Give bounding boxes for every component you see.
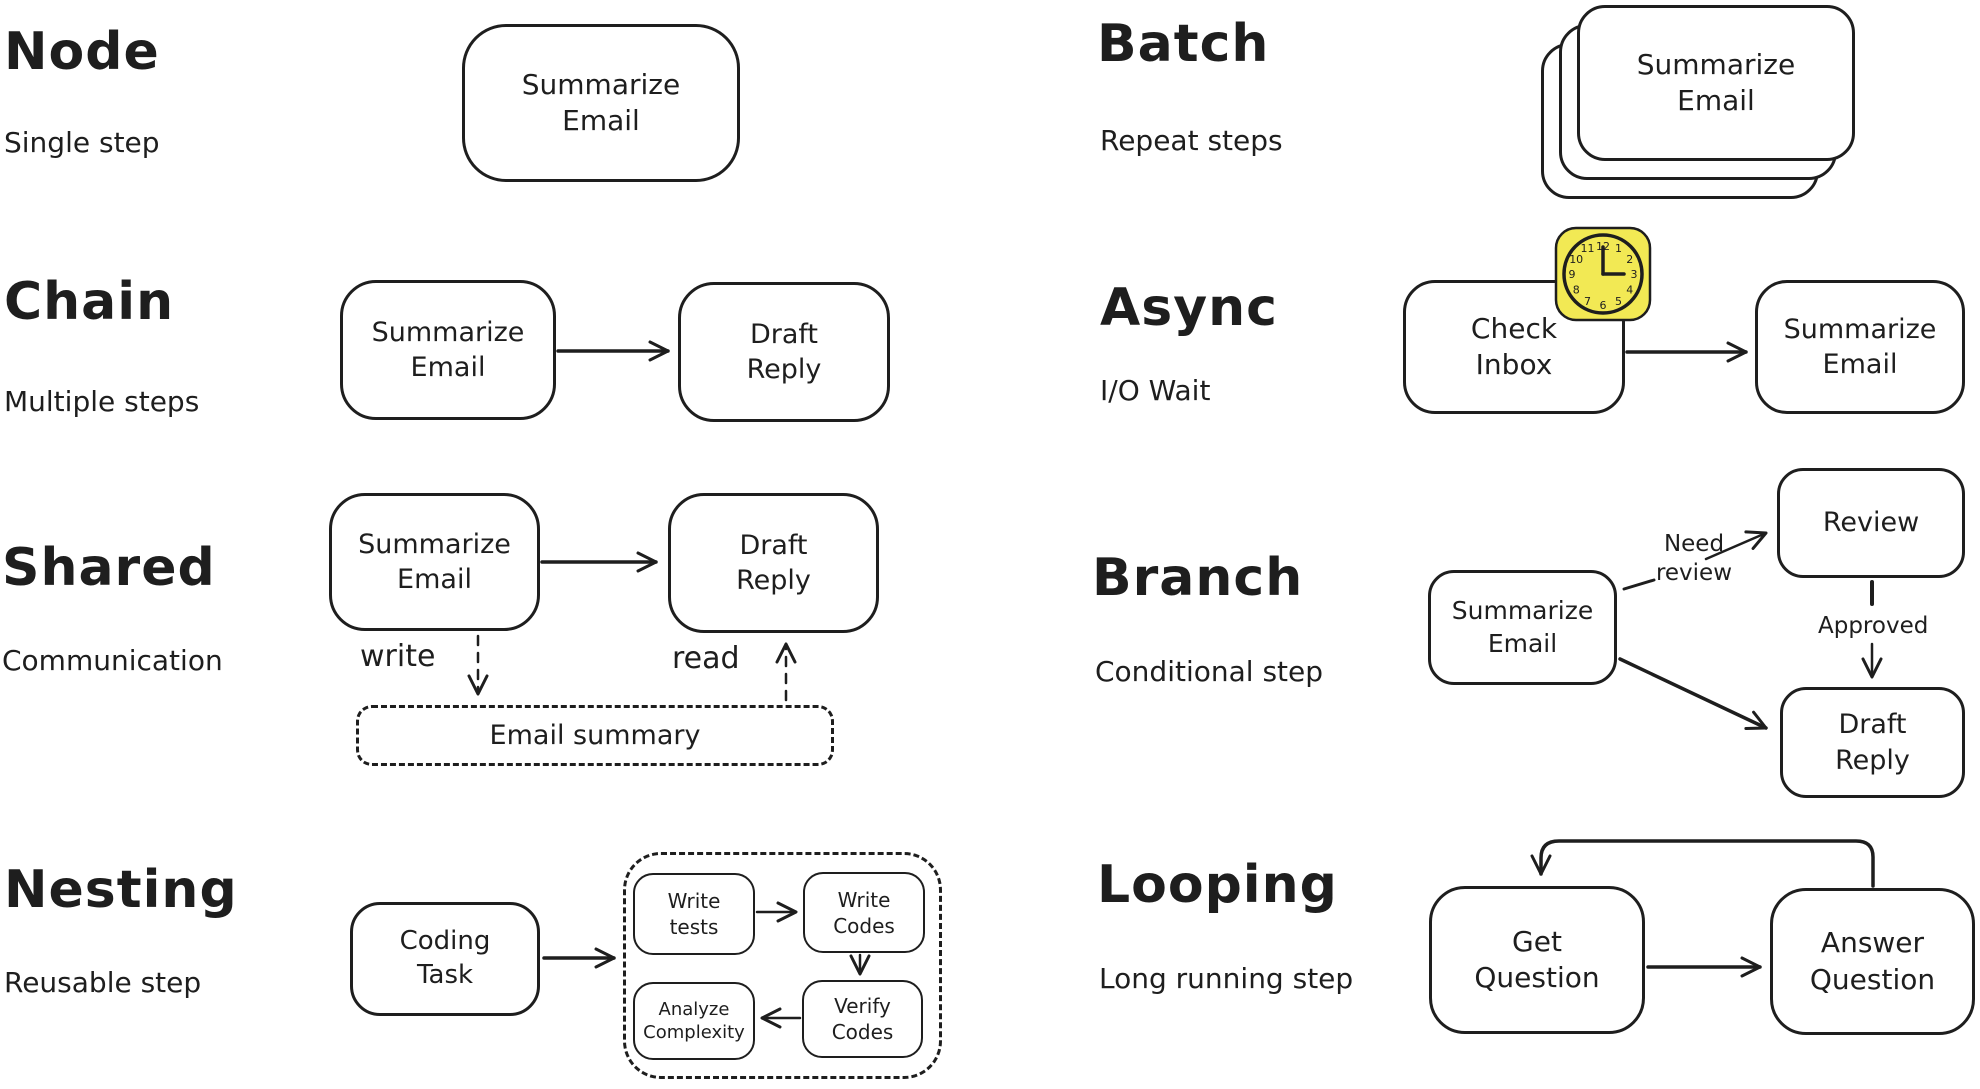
looping-back-arrow	[1530, 839, 1875, 888]
shared-draft-reply: Draft Reply	[668, 493, 879, 633]
nesting-write-tests: Write tests	[633, 873, 755, 955]
nesting-analyze-complexity: Analyze Complexity	[633, 982, 755, 1060]
chain-summarize-email: Summarize Email	[340, 280, 556, 420]
branch-summarize-email: Summarize Email	[1428, 570, 1617, 685]
chain-subtitle: Multiple steps	[4, 385, 200, 418]
async-subtitle: I/O Wait	[1100, 374, 1211, 407]
svg-text:11: 11	[1581, 242, 1595, 255]
node-subtitle: Single step	[4, 126, 160, 159]
batch-card-front: Summarize Email	[1577, 5, 1855, 161]
async-summarize-email: Summarize Email	[1755, 280, 1965, 414]
batch-title: Batch	[1097, 14, 1270, 74]
async-title: Async	[1100, 278, 1278, 338]
shared-store-email-summary: Email summary	[356, 705, 834, 766]
node-summarize-email: Summarize Email	[462, 24, 740, 182]
looping-get-question: Get Question	[1429, 886, 1645, 1034]
shared-read-label: read	[672, 641, 740, 676]
looping-answer-question: Answer Question	[1770, 888, 1975, 1035]
shared-subtitle: Communication	[2, 644, 223, 677]
svg-text:12: 12	[1596, 240, 1610, 253]
branch-title: Branch	[1092, 548, 1304, 608]
svg-text:1: 1	[1615, 242, 1622, 255]
svg-text:2: 2	[1626, 253, 1633, 266]
svg-text:10: 10	[1569, 253, 1583, 266]
branch-approved-label: Approved	[1818, 613, 1929, 639]
chain-draft-reply: Draft Reply	[678, 282, 890, 422]
chain-title: Chain	[4, 272, 175, 332]
nesting-subtitle: Reusable step	[4, 966, 202, 999]
shared-title: Shared	[2, 538, 216, 598]
branch-need-review-label: Need review	[1655, 531, 1733, 586]
branch-draft-reply: Draft Reply	[1780, 687, 1965, 798]
looping-subtitle: Long running step	[1099, 962, 1354, 995]
nesting-coding-task: Coding Task	[350, 902, 540, 1016]
svg-text:3: 3	[1631, 268, 1638, 281]
branch-direct-arrow	[1618, 657, 1768, 730]
shared-write-label: write	[360, 639, 436, 674]
nesting-title: Nesting	[4, 860, 238, 920]
shared-summarize-email: Summarize Email	[329, 493, 540, 631]
async-check-inbox: Check Inbox	[1403, 280, 1625, 414]
looping-title: Looping	[1097, 855, 1338, 915]
nesting-write-codes: Write Codes	[803, 872, 925, 953]
branch-subtitle: Conditional step	[1095, 655, 1324, 688]
branch-review: Review	[1777, 468, 1965, 578]
node-title: Node	[4, 22, 160, 82]
svg-text:4: 4	[1626, 284, 1633, 297]
nesting-verify-codes: Verify Codes	[802, 980, 923, 1058]
batch-subtitle: Repeat steps	[1100, 124, 1283, 157]
